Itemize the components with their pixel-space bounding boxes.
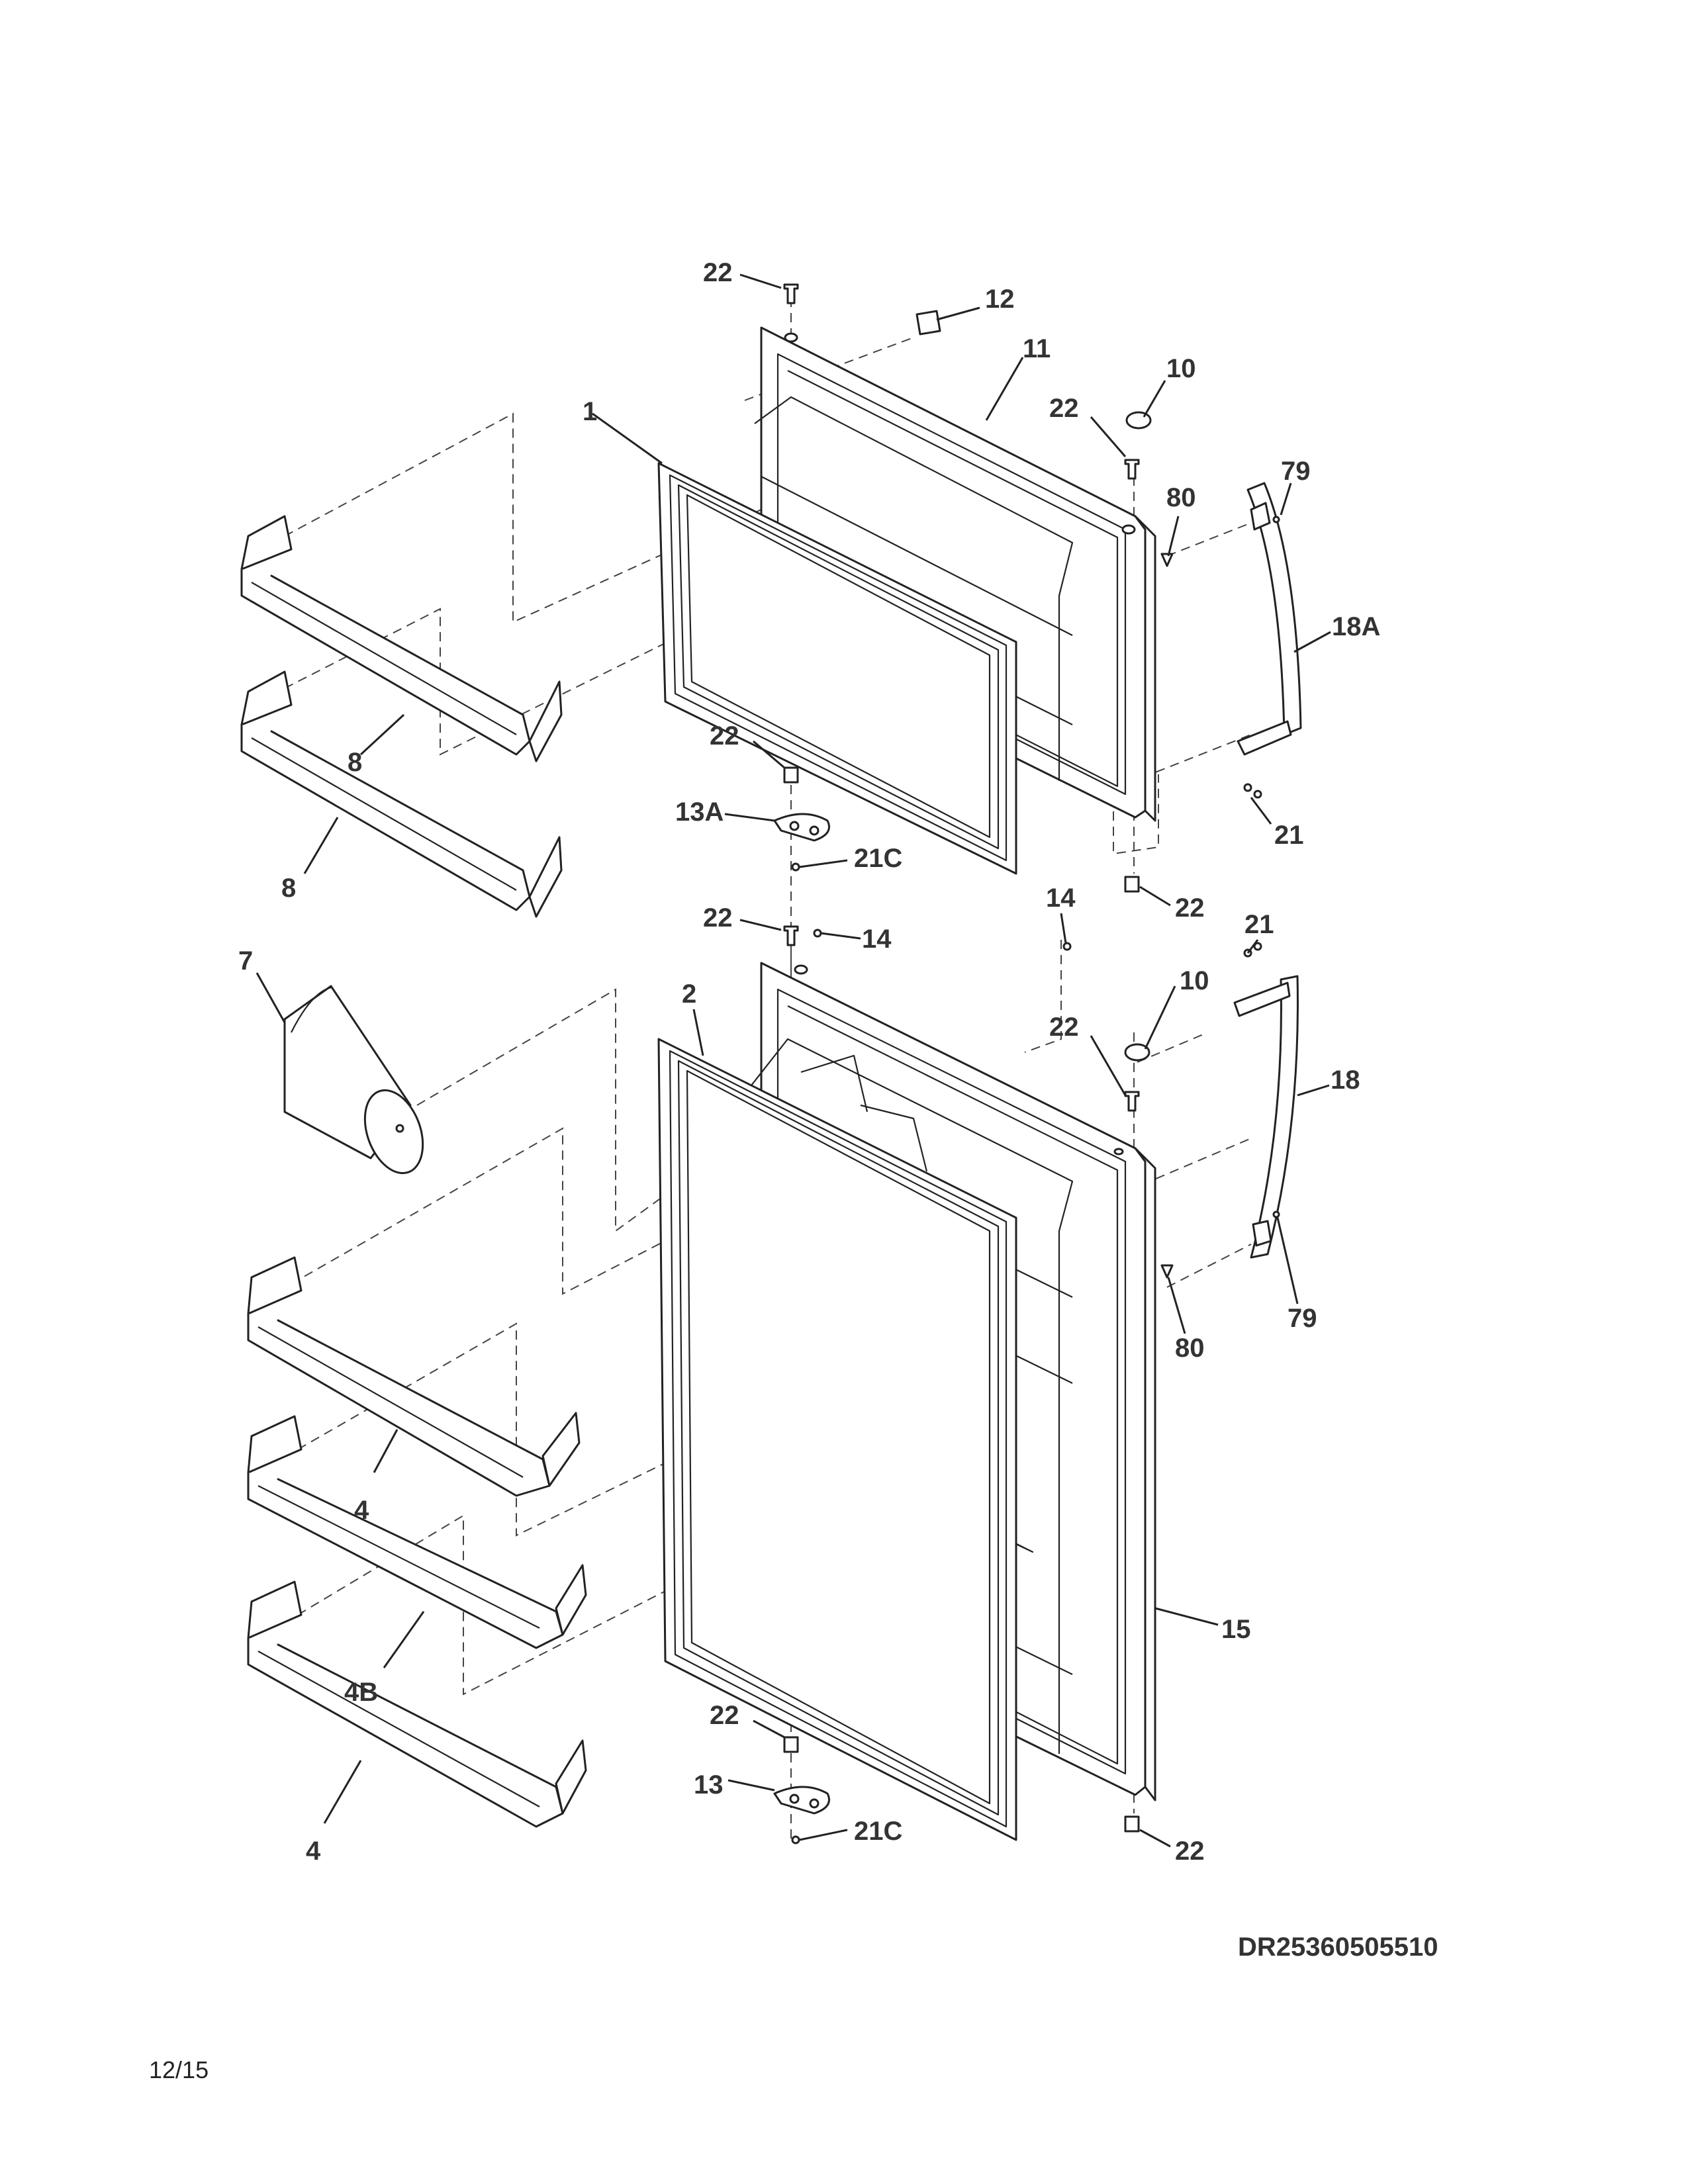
callout-7: 7 bbox=[238, 946, 253, 976]
callout-79: 79 bbox=[1281, 457, 1311, 486]
callout-8: 8 bbox=[348, 748, 362, 777]
callout-21: 21 bbox=[1244, 910, 1274, 939]
hardware-screws-plugs bbox=[783, 283, 1280, 1844]
callout-80: 80 bbox=[1166, 483, 1196, 512]
callout-11: 11 bbox=[1023, 334, 1051, 363]
callout-8: 8 bbox=[281, 874, 296, 903]
callout-10: 10 bbox=[1166, 354, 1196, 383]
callout-4B: 4B bbox=[344, 1678, 378, 1707]
callout-10: 10 bbox=[1180, 966, 1209, 995]
callout-4: 4 bbox=[306, 1837, 321, 1866]
callout-12: 12 bbox=[985, 285, 1015, 314]
callout-labels: 22 12 11 10 22 1 80 79 18A 8 8 22 13A 21… bbox=[238, 258, 1380, 1866]
callout-22: 22 bbox=[703, 903, 733, 933]
hinge-part-13 bbox=[773, 1786, 830, 1815]
callout-22: 22 bbox=[1175, 1837, 1205, 1866]
callout-18A: 18A bbox=[1332, 612, 1380, 641]
callout-14: 14 bbox=[862, 925, 892, 954]
door-bin-middle bbox=[247, 1415, 587, 1649]
drawing-code: DR25360505510 bbox=[1238, 1933, 1438, 1962]
page-number: 12/15 bbox=[149, 2056, 209, 2083]
callout-22: 22 bbox=[1175, 893, 1205, 923]
callout-22: 22 bbox=[710, 721, 739, 751]
callout-22: 22 bbox=[1049, 394, 1079, 423]
callout-22: 22 bbox=[703, 258, 733, 287]
freezer-shelf-upper bbox=[240, 515, 563, 762]
butter-bin-part-7 bbox=[283, 985, 424, 1175]
callout-18: 18 bbox=[1331, 1066, 1360, 1095]
callout-79: 79 bbox=[1288, 1304, 1317, 1333]
door-bin-upper bbox=[247, 1256, 581, 1497]
callout-80: 80 bbox=[1175, 1334, 1205, 1363]
freezer-gasket-part-1 bbox=[657, 462, 1017, 875]
freezer-shelf-lower bbox=[240, 670, 563, 918]
door-bin-lower bbox=[247, 1580, 587, 1828]
callout-21: 21 bbox=[1274, 821, 1304, 850]
callout-22: 22 bbox=[1049, 1013, 1079, 1042]
freezer-handle-part-18A bbox=[1237, 482, 1302, 756]
callout-1: 1 bbox=[583, 397, 597, 426]
callout-15: 15 bbox=[1221, 1615, 1251, 1644]
callout-14: 14 bbox=[1046, 884, 1076, 913]
hinge-part-13A bbox=[773, 813, 830, 842]
callout-leader-lines bbox=[256, 273, 1331, 1848]
fresh-food-gasket-part-2 bbox=[657, 1038, 1017, 1841]
callout-22: 22 bbox=[710, 1701, 739, 1730]
callout-21C: 21C bbox=[854, 1817, 902, 1846]
callout-21C: 21C bbox=[854, 844, 902, 873]
callout-13A: 13A bbox=[675, 797, 724, 827]
callout-2: 2 bbox=[682, 979, 696, 1009]
fresh-food-handle-part-18 bbox=[1233, 975, 1299, 1259]
callout-13: 13 bbox=[694, 1770, 724, 1799]
callout-4: 4 bbox=[354, 1496, 369, 1525]
